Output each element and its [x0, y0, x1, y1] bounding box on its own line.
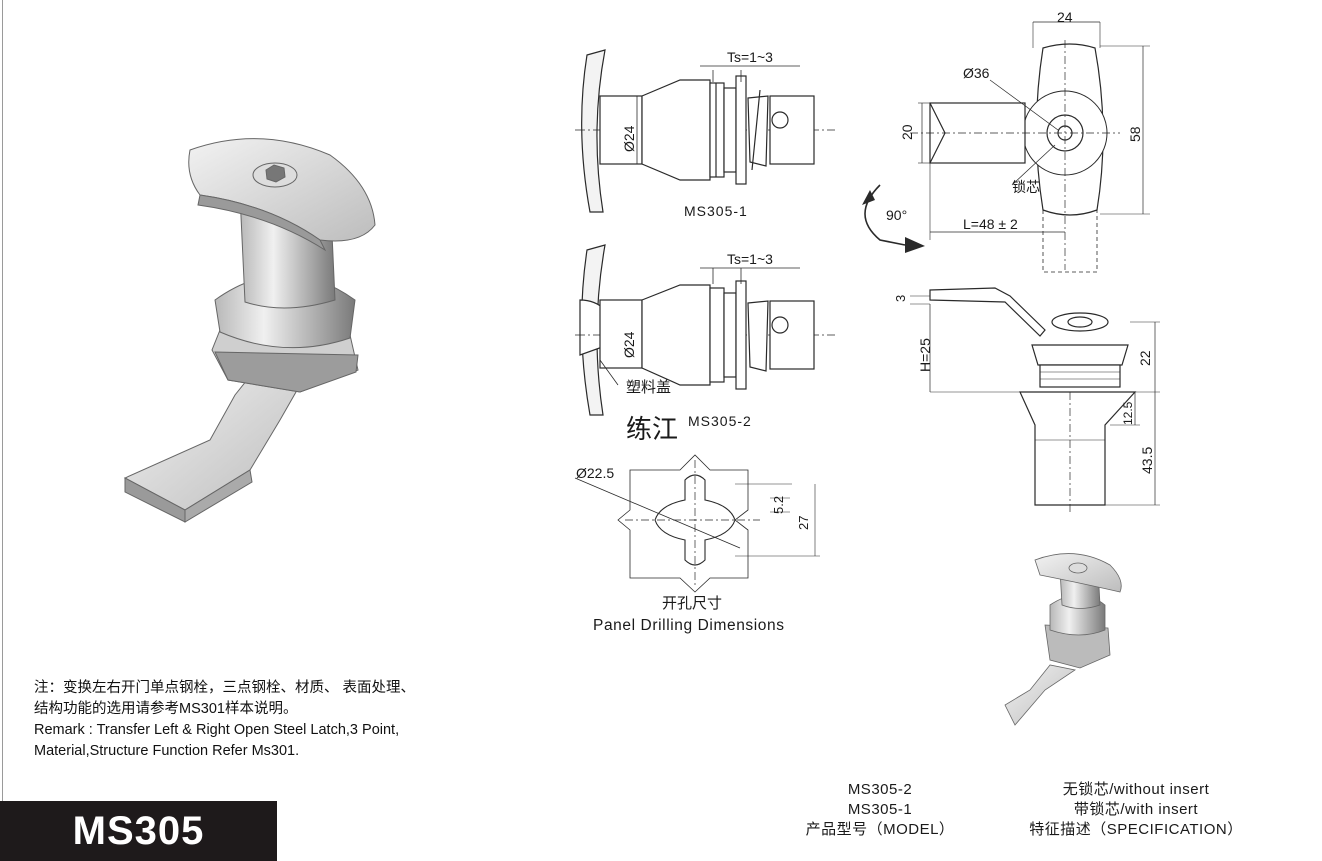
dim-27-label: 27 — [796, 516, 811, 530]
ms305-1-label: MS305-1 — [684, 203, 748, 219]
remark-cn-line-1: 注：变换左右开门单点钢栓，三点钢栓、材质、 表面处理、 — [34, 680, 416, 696]
diameter-36-label: Ø36 — [963, 65, 990, 81]
model-title-box: MS305 — [0, 801, 277, 861]
plastic-cap-label: 塑料盖 — [626, 379, 671, 396]
dim-24-label: 24 — [1057, 9, 1073, 25]
diameter-24-label-1: Ø24 — [621, 125, 637, 152]
watermark-text: 练江 — [626, 414, 678, 444]
dim-12-5-label: 12.5 — [1121, 401, 1135, 425]
diameter-22-5-label: Ø22.5 — [576, 465, 614, 481]
model-ms305-1: MS305-1 — [847, 801, 913, 818]
ms305-2-label: MS305-2 — [688, 413, 752, 429]
dim-43-5-label: 43.5 — [1139, 447, 1155, 474]
dim-20-label: 20 — [899, 124, 915, 140]
length-l-label: L=48 ± 2 — [963, 216, 1018, 232]
product-3d-render-small — [1004, 553, 1122, 726]
remark-en-line-2: Material,Structure Function Refer Ms301. — [34, 743, 300, 759]
dim-h-label: H=25 — [917, 338, 933, 372]
front-view — [862, 21, 1150, 273]
ts-label-1: Ts=1~3 — [727, 49, 773, 65]
drilling-en-label: Panel Drilling Dimensions — [593, 617, 785, 634]
dim-22-label: 22 — [1137, 350, 1153, 366]
model-column: MS305-2 MS305-1 产品型号（MODEL） — [790, 780, 970, 840]
dim-58-label: 58 — [1127, 126, 1143, 142]
model-ms305-2: MS305-2 — [847, 781, 913, 798]
dim-3-label: 3 — [893, 295, 908, 302]
ts-label-2: Ts=1~3 — [727, 251, 773, 267]
remark-cn-line-2: 结构功能的选用请参考MS301样本说明。 — [34, 701, 298, 717]
remark-block: 注：变换左右开门单点钢栓，三点钢栓、材质、 表面处理、 结构功能的选用请参考MS… — [34, 678, 494, 762]
angle-90-label: 90° — [886, 207, 907, 223]
spec-column: 无锁芯/without insert 带锁芯/with insert 特征描述（… — [1005, 780, 1267, 840]
spec-with-insert: 带锁芯/with insert — [1073, 801, 1199, 818]
drilling-cn-label: 开孔尺寸 — [662, 595, 722, 612]
spec-header: 特征描述（SPECIFICATION） — [1029, 821, 1243, 838]
model-header: 产品型号（MODEL） — [805, 821, 955, 838]
panel-drilling-view — [574, 454, 820, 593]
diameter-24-label-2: Ø24 — [621, 331, 637, 358]
model-title: MS305 — [72, 809, 205, 853]
spec-without-insert: 无锁芯/without insert — [1062, 781, 1210, 798]
ms305-2-side-view — [575, 244, 835, 416]
lock-core-label: 锁芯 — [1012, 179, 1040, 195]
side-view-right — [910, 287, 1160, 515]
page-border-line — [2, 0, 3, 861]
product-3d-render — [123, 138, 376, 523]
dim-5-2-label: 5.2 — [771, 496, 786, 514]
ms305-1-side-view — [575, 49, 835, 213]
remark-en-line-1: Remark : Transfer Left & Right Open Stee… — [34, 722, 400, 738]
